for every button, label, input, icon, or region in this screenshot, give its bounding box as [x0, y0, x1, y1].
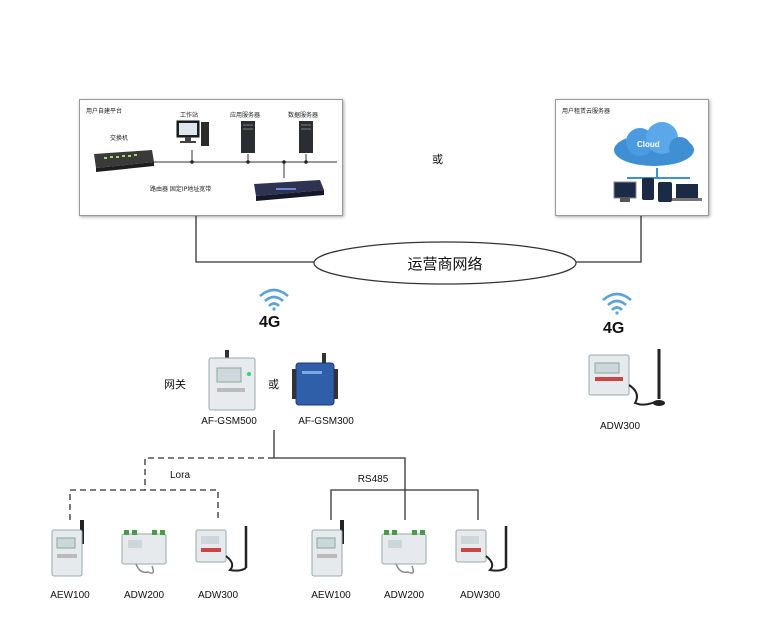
wifi-signal-icon [602, 292, 632, 315]
lora-label: Lora [169, 470, 190, 481]
app-server-label: 应用服务器 [230, 112, 261, 119]
leased-cloud-box: 用户租赁云服务器 Cloud [555, 99, 709, 216]
app-server-icon [241, 121, 255, 153]
lora-device-label: ADW300 [197, 590, 238, 601]
self-built-platform-box: 用户自建平台 交换机 工作站 应用服务器 数据服务器 路由器 固定IP地址宽带 [79, 99, 343, 216]
aew100-meter-icon [311, 520, 344, 577]
rs485-device-label: ADW300 [459, 590, 500, 601]
lora-device-label: AEW100 [50, 590, 90, 601]
right-4g-label: 4G [603, 320, 625, 337]
workstation-label: 工作站 [180, 112, 199, 119]
gateway-or-text: 或 [268, 378, 279, 391]
left-4g-label: 4G [259, 314, 281, 331]
rs485-device-label: ADW200 [383, 590, 424, 601]
adw300-meter-icon [195, 526, 248, 572]
adw200-meter-icon [121, 530, 167, 574]
wifi-signal-icon [259, 288, 289, 311]
db-server-icon [299, 121, 313, 153]
right-adw300-label: ADW300 [599, 421, 640, 432]
aew100-meter-icon [51, 520, 84, 577]
carrier-network-ellipse [313, 241, 577, 285]
carrier-network-label: 运营商网络 [407, 255, 483, 273]
gateway-a-label: AF-GSM500 [201, 416, 257, 427]
cloud-label: Cloud [637, 140, 660, 149]
platform-title: 用户自建平台 [86, 108, 123, 115]
rs485-device-label: AEW100 [311, 590, 351, 601]
gateway-b-label: AF-GSM300 [298, 416, 354, 427]
gateway-label: 网关 [164, 378, 186, 391]
adw200-meter-icon [381, 530, 427, 574]
switch-icon [94, 150, 154, 172]
router-label: 路由器 固定IP地址宽带 [150, 186, 212, 193]
switch-label: 交换机 [110, 135, 129, 142]
cloud-box-title: 用户租赁云服务器 [562, 108, 611, 115]
lora-device-label: ADW200 [123, 590, 164, 601]
or-text-top: 或 [432, 153, 443, 166]
rs485-label: RS485 [357, 474, 389, 485]
adw300-meter-icon [588, 349, 665, 406]
gateway-af-gsm300-icon [292, 353, 338, 406]
cloud-icon [614, 122, 694, 166]
router-icon [254, 180, 324, 201]
adw300-meter-icon [455, 526, 508, 572]
workstation-icon [176, 120, 209, 146]
db-server-label: 数据服务器 [288, 112, 319, 119]
lan-bus [152, 150, 337, 178]
gateway-af-gsm500-icon [208, 350, 256, 411]
client-devices-icon [613, 168, 702, 202]
